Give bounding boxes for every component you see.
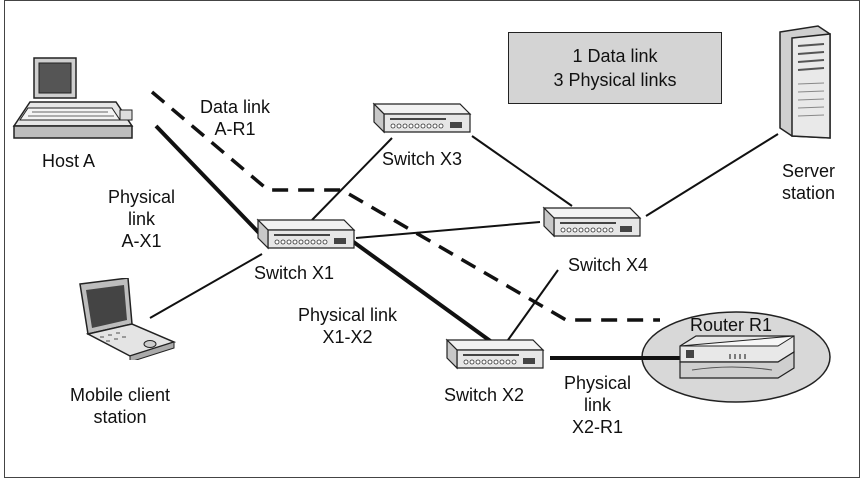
link-x4-server [645,133,779,217]
diagram-frame [4,0,860,478]
physical-link-x2-r1-label: Physical link X2-R1 [564,373,632,437]
network-switch-icon [256,218,356,250]
network-switch-icon [542,206,642,238]
physical-link-a-x1 [154,124,264,238]
link-x1-x4 [355,221,541,239]
host-a-label: Host A [42,151,96,171]
link-x2-x4 [507,269,559,341]
laptop-icon [79,278,177,360]
physical-link-x1-x2-label: Physical link X1-X2 [298,305,398,347]
router-r1-label: Router R1 [690,315,773,335]
link-x3-x4 [471,135,573,207]
physical-link-a-x1-label: Physical link A-X1 [108,187,176,251]
summary-box: 1 Data link 3 Physical links [508,32,722,104]
switch-x1-label: Switch X1 [254,263,335,283]
switch-x3-label: Switch X3 [382,149,463,169]
mobile-client-label: Mobile client station [70,385,171,427]
network-switch-icon [445,338,545,370]
switch-x2-label: Switch X2 [444,385,525,405]
link-mobile-x1 [149,253,263,319]
router-icon [679,335,795,379]
physical-link-x1-x2 [346,236,502,350]
data-link-a-r1-label: Data link A-R1 [200,97,271,139]
desktop-computer-icon [12,57,134,139]
server-label: Server station [782,161,836,203]
network-switch-icon [372,102,472,134]
summary-physical-link-count: 3 Physical links [553,70,677,90]
server-tower-icon [779,25,831,139]
link-x1-x3 [311,137,393,221]
summary-data-link-count: 1 Data link [572,46,658,66]
switch-x4-label: Switch X4 [568,255,649,275]
